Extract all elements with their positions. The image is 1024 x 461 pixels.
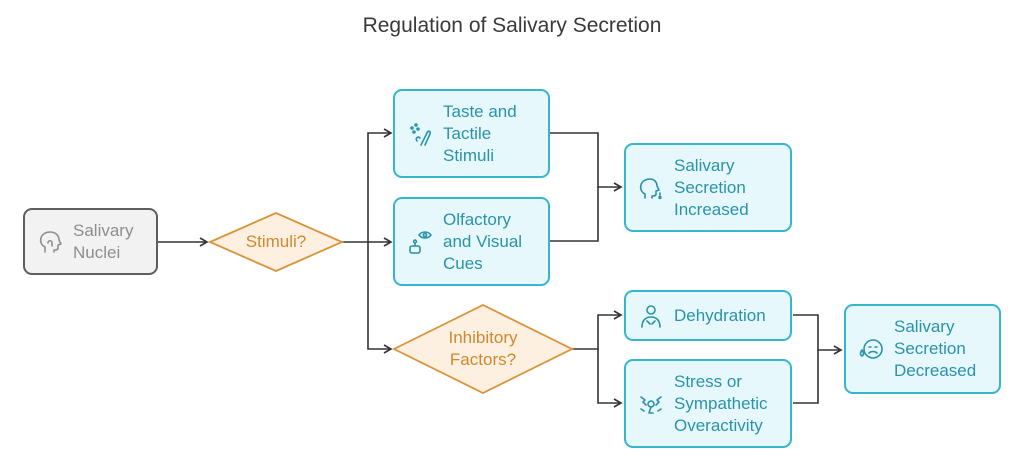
thirsty-person-icon <box>641 304 661 328</box>
connector-inhibitory-dehydration <box>572 310 623 350</box>
dry-face-icon <box>859 339 883 359</box>
stress-overactivity-label: Stress or Sympathetic Overactivity <box>674 371 768 435</box>
salivary-nuclei-label: Salivary Nuclei <box>73 220 134 262</box>
connector-dehydration-decreased <box>793 314 843 355</box>
tongue-touch-icon <box>410 122 431 146</box>
head-saliva-icon <box>639 177 662 199</box>
secretion-increased-node: Salivary Secretion Increased <box>624 143 792 232</box>
diagram-title: Regulation of Salivary Secretion <box>362 14 662 37</box>
connector-stimuli-inhibitory <box>367 242 393 354</box>
secretion-increased-label: Salivary Secretion Increased <box>674 155 749 219</box>
dehydration-label: Dehydration <box>674 305 766 325</box>
connector-inhibitory-stress <box>597 349 623 408</box>
stress-overactivity-node: Stress or Sympathetic Overactivity <box>624 359 792 448</box>
secretion-decreased-node: Salivary Secretion Decreased <box>844 304 1001 394</box>
inhibitory-decision-diamond <box>391 303 575 395</box>
taste-tactile-node: Taste and Tactile Stimuli <box>393 89 550 178</box>
connector-taste-increased <box>550 132 623 192</box>
head-profile-icon <box>39 230 62 253</box>
olfactory-visual-node: Olfactory and Visual Cues <box>393 197 550 286</box>
stimuli-decision-label: Stimuli? <box>245 232 307 251</box>
eye-nose-icon <box>409 230 432 254</box>
salivary-nuclei-node: Salivary Nuclei <box>23 208 158 275</box>
secretion-decreased-label: Salivary Secretion Decreased <box>894 317 977 380</box>
dehydration-node: Dehydration <box>624 290 792 341</box>
connector-stress-decreased <box>793 350 819 404</box>
taste-tactile-label: Taste and Tactile Stimuli <box>443 101 517 165</box>
stress-lightning-icon <box>640 395 662 414</box>
inhibitory-decision-label: Inhibitory Factors? <box>448 328 518 369</box>
connector-olfactory-increased <box>550 187 599 242</box>
connector-stimuli-taste <box>367 128 393 242</box>
olfactory-visual-label: Olfactory and Visual Cues <box>443 209 523 273</box>
stimuli-decision-diamond <box>207 212 345 272</box>
